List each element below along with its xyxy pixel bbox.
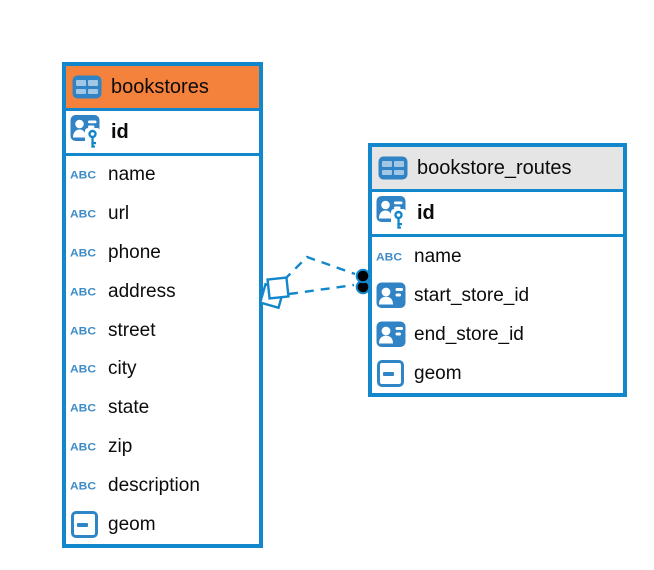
column-name: start_store_id: [414, 284, 530, 306]
table-icon: [378, 156, 408, 180]
text-type-icon: ABC: [70, 479, 96, 493]
geometry-type-icon: [70, 511, 104, 539]
text-type-icon: ABC: [70, 440, 96, 454]
pk-name: id: [417, 201, 435, 224]
pk-row[interactable]: id: [372, 192, 623, 237]
table-title: bookstore_routes: [417, 156, 572, 179]
column-name: end_store_id: [414, 323, 524, 345]
column-list: ABC name start_store_id: [372, 237, 623, 393]
text-type-icon: ABC: [70, 207, 96, 221]
table-bookstore-routes[interactable]: bookstore_routes id: [368, 143, 627, 397]
relationship-line-lower[interactable]: [288, 283, 355, 296]
text-type-icon: ABC: [70, 362, 96, 376]
table-bookstores[interactable]: bookstores id A: [62, 62, 263, 548]
table-icon: [72, 75, 102, 99]
column-row[interactable]: ABC state: [66, 388, 259, 428]
column-row[interactable]: ABC name: [372, 237, 623, 276]
column-name: city: [108, 358, 137, 380]
text-type-icon: ABC: [70, 168, 96, 182]
primary-key-icon: [376, 195, 410, 231]
text-type-icon: ABC: [376, 250, 402, 263]
column-row[interactable]: geom: [66, 505, 259, 544]
pk-row[interactable]: id: [66, 111, 259, 156]
column-row[interactable]: start_store_id: [372, 276, 623, 315]
column-row[interactable]: ABC address: [66, 272, 259, 312]
column-name: geom: [414, 362, 462, 384]
column-name: name: [414, 245, 462, 267]
relationship-source-diamond[interactable]: [258, 276, 290, 310]
text-type-icon: ABC: [70, 246, 96, 260]
column-row[interactable]: ABC city: [66, 349, 259, 389]
text-type-icon: ABC: [70, 285, 96, 299]
text-type-icon: ABC: [70, 324, 96, 338]
column-row[interactable]: ABC name: [66, 156, 259, 195]
pk-name: id: [111, 120, 129, 143]
column-name: description: [108, 474, 200, 496]
table-bookstores-header[interactable]: bookstores: [66, 66, 259, 111]
column-row[interactable]: end_store_id: [372, 315, 623, 354]
column-name: phone: [108, 241, 161, 263]
column-name: address: [108, 280, 176, 302]
column-name: url: [108, 203, 130, 225]
column-name: geom: [108, 513, 156, 535]
relationship-line-upper[interactable]: [283, 255, 356, 281]
table-bookstore-routes-header[interactable]: bookstore_routes: [372, 147, 623, 192]
table-title: bookstores: [111, 75, 209, 98]
text-type-icon: ABC: [70, 401, 96, 415]
column-row[interactable]: ABC phone: [66, 233, 259, 273]
column-list: ABC name ABC url ABC phone ABC address A…: [66, 156, 259, 544]
column-row[interactable]: ABC zip: [66, 427, 259, 467]
primary-key-icon: [70, 114, 104, 150]
column-name: zip: [108, 435, 133, 457]
column-row[interactable]: ABC street: [66, 311, 259, 350]
column-name: name: [108, 164, 156, 186]
column-row[interactable]: ABC description: [66, 466, 259, 506]
column-name: state: [108, 397, 150, 419]
geometry-type-icon: [376, 360, 410, 387]
column-row[interactable]: ABC url: [66, 194, 259, 234]
reference-type-icon: [376, 321, 410, 348]
column-row[interactable]: geom: [372, 354, 623, 393]
reference-type-icon: [376, 282, 410, 309]
column-name: street: [108, 319, 156, 341]
